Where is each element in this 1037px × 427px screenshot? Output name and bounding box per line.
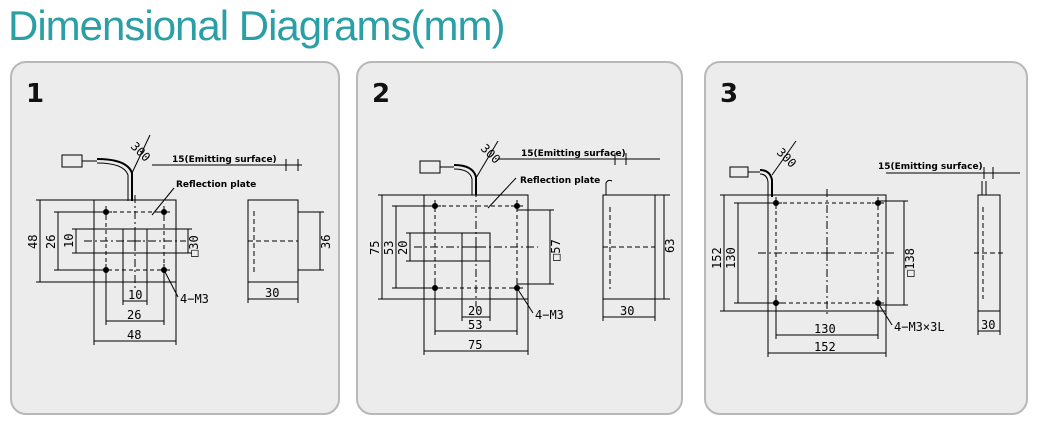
cable-length-label: 300 (128, 139, 153, 164)
dim-square-30: □30 (187, 235, 201, 257)
emitting-surface-label: 15(Emitting surface) (172, 155, 277, 165)
dim-width-26: 26 (127, 308, 141, 322)
dim-width-20: 20 (468, 304, 482, 318)
dim-width-53: 53 (468, 318, 482, 332)
dim-square-57: □57 (549, 239, 563, 261)
dim-width-10: 10 (128, 288, 142, 302)
diagram-panel-1: 1 300 15(Emitting surface) Reflection pl… (10, 61, 340, 415)
cable-length-label: 300 (478, 141, 503, 166)
dimension-drawing-2: 300 15(Emitting surface) Reflection plat… (368, 140, 677, 355)
panel-number: 3 (720, 79, 739, 109)
dim-square-138: □138 (903, 248, 917, 277)
side-dim-30: 30 (620, 304, 634, 318)
dim-width-152: 152 (814, 340, 836, 354)
dim-height-26: 26 (44, 235, 58, 249)
connector-icon (419, 160, 441, 174)
side-view-outline (977, 194, 1001, 312)
reflection-plate-label: Reflection plate (520, 176, 600, 186)
dim-height-130: 130 (724, 247, 738, 269)
dim-height-20: 20 (396, 241, 410, 255)
panel-number: 2 (372, 79, 391, 109)
dim-height-152: 152 (710, 247, 724, 269)
connector-icon (61, 154, 83, 168)
side-dim-30: 30 (265, 286, 279, 300)
mount-thread-label: 4−M3 (535, 308, 564, 322)
dim-width-75: 75 (468, 338, 482, 352)
diagram-panel-2: 2 300 15(Emitting surface) Reflection pl… (356, 61, 683, 415)
page-title: Dimensional Diagrams(mm) (8, 2, 505, 49)
connector-icon (729, 166, 749, 178)
emitting-surface-label: 15(Emitting surface) (878, 162, 983, 172)
dimension-drawing-1: 300 15(Emitting surface) Reflection plat… (26, 134, 333, 345)
dim-height-10: 10 (62, 234, 76, 248)
reflection-plate-label: Reflection plate (176, 180, 256, 190)
dim-width-130: 130 (814, 322, 836, 336)
dim-height-48: 48 (26, 235, 40, 249)
mount-thread-label: 4−M3 (180, 292, 209, 306)
side-dim-63: 63 (663, 239, 677, 253)
dimension-drawing-3: 300 15(Emitting surface) 4−M3×3L 152 130… (710, 140, 1020, 357)
panel-number: 1 (26, 79, 45, 109)
emitting-surface-label: 15(Emitting surface) (521, 149, 626, 159)
dim-width-48: 48 (127, 328, 141, 342)
side-dim-30: 30 (981, 318, 995, 332)
side-dim-36: 36 (319, 235, 333, 249)
mount-holes (429, 200, 523, 294)
dim-height-75: 75 (368, 241, 382, 255)
diagram-panel-3: 3 300 15(Emitting surface) 4−M3×3L 152 1… (704, 61, 1028, 415)
mount-thread-label: 4−M3×3L (894, 320, 945, 334)
dim-height-53: 53 (382, 241, 396, 255)
